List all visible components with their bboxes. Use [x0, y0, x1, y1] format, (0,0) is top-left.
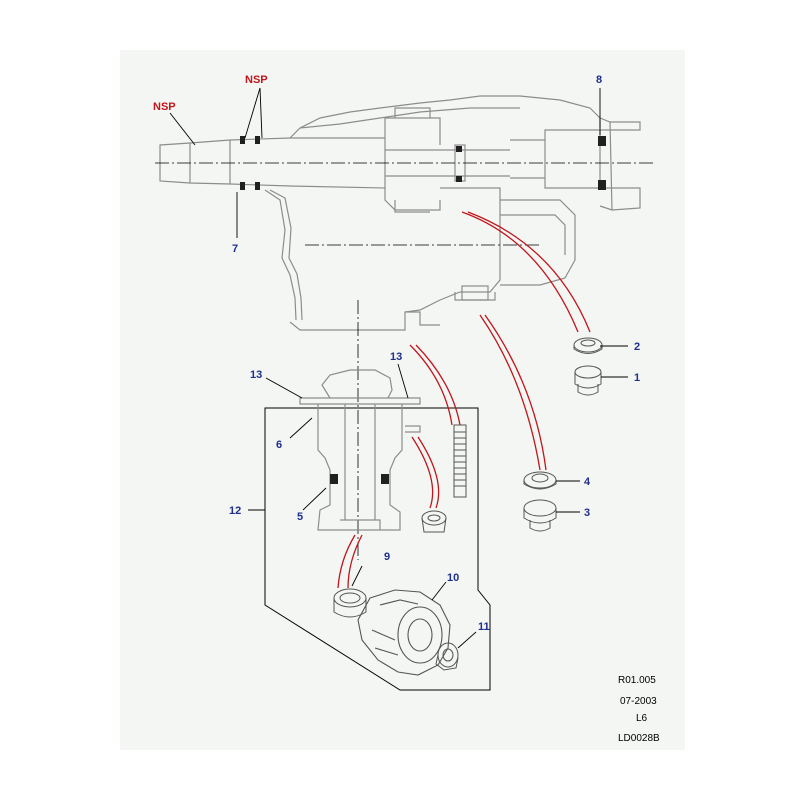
- callout-7: 7: [232, 243, 238, 255]
- callout-6: 6: [276, 439, 282, 451]
- callout-13-left: 13: [250, 369, 262, 381]
- stud-bolt: [453, 424, 467, 498]
- reference-date: 07-2003: [620, 696, 657, 707]
- callout-5: 5: [297, 511, 303, 523]
- callout-4: 4: [584, 476, 591, 488]
- diagram-panel: [120, 50, 685, 750]
- transfer-case-housing: [159, 95, 641, 331]
- callout-8: 8: [596, 74, 602, 86]
- reference-block: R01.005 07-2003 L6 LD0028B: [618, 675, 660, 744]
- callout-9: 9: [384, 551, 390, 563]
- parts-box-outline: [264, 407, 491, 691]
- reference-drawing-id: LD0028B: [618, 733, 660, 744]
- output-shaft-seals: [240, 136, 606, 190]
- callout-11: 11: [478, 621, 490, 633]
- lower-mount-assembly: [299, 369, 421, 531]
- callout-2: 2: [634, 341, 640, 353]
- part-1-plug: [574, 365, 602, 396]
- reference-code: R01.005: [618, 675, 656, 686]
- red-leader-lines: [337, 211, 591, 589]
- centre-lines: [155, 162, 655, 560]
- mount-seals: [330, 474, 389, 484]
- callout-1: 1: [634, 372, 640, 384]
- part-4-washer: [523, 471, 557, 490]
- callouts: NSP NSP 8 7 2 1 13 13 6 4 12 3 5 9 10 11: [153, 74, 640, 633]
- callout-nsp-left: NSP: [153, 101, 176, 113]
- callout-3: 3: [584, 507, 590, 519]
- callout-12: 12: [229, 505, 241, 517]
- callout-10: 10: [447, 572, 459, 584]
- part-3-plug: [523, 499, 557, 532]
- part-11-nut: [435, 642, 459, 671]
- part-2-washer: [573, 337, 603, 354]
- callout-13-right: 13: [390, 351, 402, 363]
- callout-nsp-top: NSP: [245, 74, 268, 86]
- washer-under-stud: [421, 510, 447, 533]
- reference-model: L6: [636, 713, 648, 724]
- callout-leaders: [169, 87, 628, 649]
- part-9-seal: [333, 588, 367, 618]
